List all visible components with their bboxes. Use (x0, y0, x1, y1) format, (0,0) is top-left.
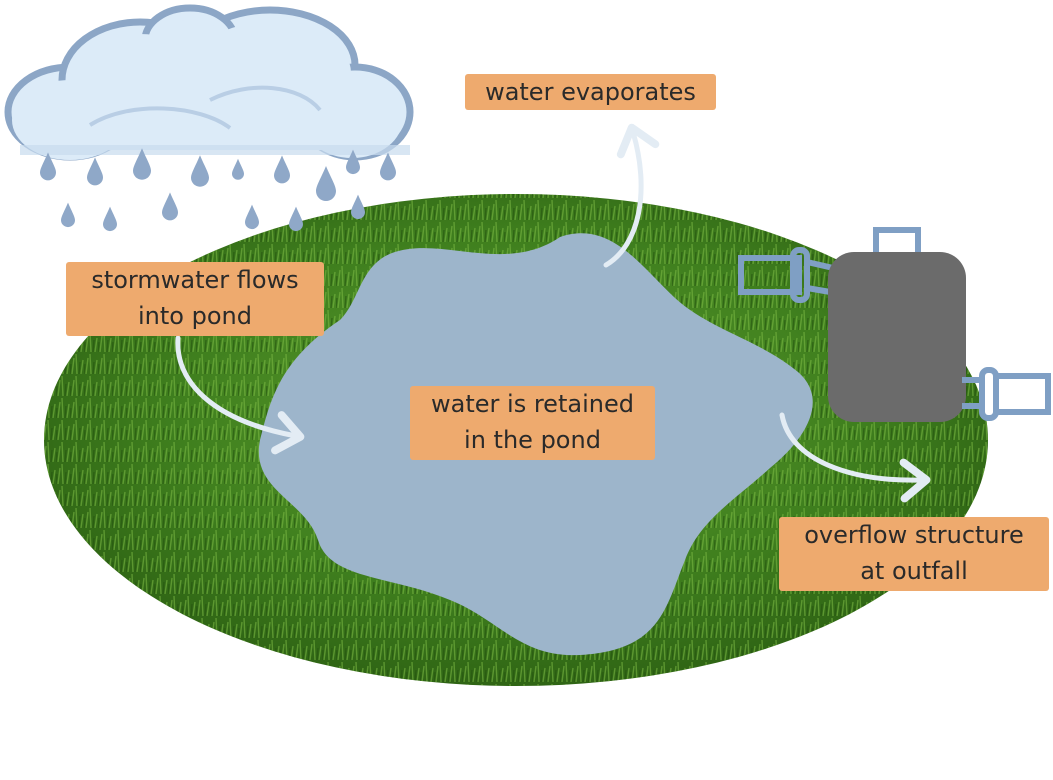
raindrop-icon (40, 152, 56, 181)
label-water-retained: water is retained in the pond (410, 386, 655, 460)
outflow-arrow (779, 412, 931, 503)
label-retained-line1: water is retained (431, 390, 634, 418)
raindrop-icon (380, 152, 396, 181)
label-stormwater-inflow: stormwater flows into pond (66, 262, 324, 336)
label-water-evaporates: water evaporates (465, 74, 716, 110)
raindrop-icon (61, 202, 75, 228)
raindrop-icon (274, 155, 290, 184)
pipe-icon (962, 367, 1051, 421)
raindrop-icon (191, 155, 209, 187)
raindrop-icon (133, 148, 151, 180)
label-water-evaporates-text: water evaporates (485, 78, 696, 106)
raindrop-icon (245, 204, 259, 230)
label-outfall-line1: overflow structure (804, 521, 1024, 549)
label-overflow-outfall: overflow structure at outfall (779, 517, 1049, 591)
evaporation-arrow (603, 123, 660, 268)
overflow-structure-icon (738, 227, 1051, 422)
raindrops (40, 148, 396, 232)
raindrop-icon (351, 194, 365, 220)
raindrop-icon (232, 158, 244, 180)
inflow-arrow (175, 335, 305, 455)
raindrop-icon (316, 166, 336, 201)
label-inflow-line1: stormwater flows (91, 266, 299, 294)
rain-cloud-icon (4, 4, 414, 161)
raindrop-icon (87, 157, 103, 186)
raindrop-icon (103, 206, 117, 232)
raindrop-icon (162, 192, 178, 221)
label-retained-line2: in the pond (464, 426, 601, 454)
raindrop-icon (289, 206, 303, 232)
raindrop-icon (346, 149, 360, 175)
label-outfall-line2: at outfall (860, 557, 968, 585)
label-inflow-line2: into pond (138, 302, 252, 330)
